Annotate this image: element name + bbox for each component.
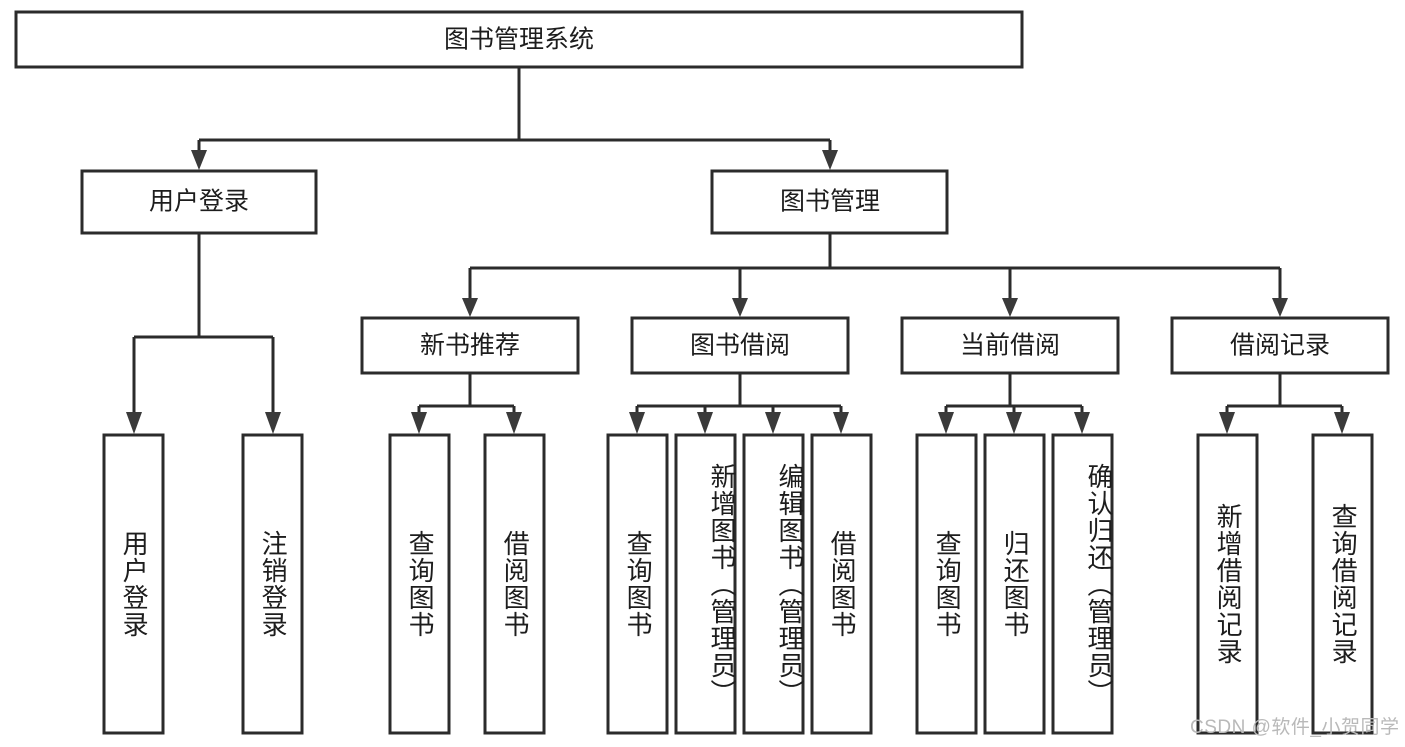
arrowhead-leaf-user-logout — [265, 412, 281, 434]
node-box-leaf-add-book[interactable] — [674, 433, 737, 735]
node-box-leaf-edit-book[interactable] — [742, 433, 805, 735]
node-label-user-login: 用户登录 — [149, 188, 249, 216]
node-box-current-borrow[interactable] — [900, 316, 1120, 375]
node-box-leaf-add-record[interactable] — [1196, 433, 1259, 735]
arrowhead-leaf-query-book-1 — [411, 412, 427, 434]
node-label-new-book-rec: 新书推荐 — [420, 332, 520, 360]
node-label-borrow-record: 借阅记录 — [1230, 332, 1330, 360]
arrowhead-leaf-query-book-2 — [629, 412, 645, 434]
node-box-new-book-rec[interactable] — [360, 316, 580, 375]
arrowhead-leaf-query-book-3 — [938, 412, 954, 434]
arrowhead-leaf-add-book — [697, 412, 713, 434]
arrowhead-to-user-login — [191, 150, 207, 170]
arrowhead-borrow-record — [1272, 298, 1288, 317]
node-box-leaf-query-book-3[interactable] — [915, 433, 978, 735]
arrowhead-leaf-add-record — [1219, 412, 1235, 434]
arrowhead-current-borrow — [1002, 298, 1018, 317]
node-box-user-login[interactable] — [80, 169, 318, 235]
node-box-root[interactable] — [14, 10, 1024, 69]
node-box-leaf-borrow-book-2[interactable] — [810, 433, 873, 735]
arrowhead-layer — [126, 150, 1350, 434]
node-box-borrow-record[interactable] — [1170, 316, 1390, 375]
arrowhead-new-book-rec — [462, 298, 478, 317]
arrowhead-leaf-edit-book — [765, 412, 781, 434]
node-box-leaf-user-login[interactable] — [102, 433, 165, 735]
arrowhead-leaf-user-login — [126, 412, 142, 434]
arrowhead-leaf-query-record — [1334, 412, 1350, 434]
node-box-leaf-return-book[interactable] — [983, 433, 1046, 735]
node-label-book-manage: 图书管理 — [780, 188, 880, 216]
node-layer: 图书管理系统 用户登录 图书管理 新书推荐 图书借阅 当前借阅 借阅记录 — [14, 10, 1390, 735]
node-label-book-borrow: 图书借阅 — [690, 332, 790, 360]
node-box-leaf-query-book-2[interactable] — [606, 433, 669, 735]
arrowhead-to-book-manage — [822, 150, 838, 170]
arrowhead-leaf-confirm-return — [1074, 412, 1090, 434]
csdn-watermark: CSDN @软件_小贺同学 — [1190, 717, 1400, 738]
node-box-leaf-user-logout[interactable] — [241, 433, 304, 735]
node-label-root: 图书管理系统 — [444, 26, 594, 54]
arrowhead-leaf-return-book — [1006, 412, 1022, 434]
node-label-current-borrow: 当前借阅 — [960, 332, 1060, 360]
node-box-leaf-confirm-return[interactable] — [1051, 433, 1114, 735]
node-box-leaf-query-book-1[interactable] — [388, 433, 451, 735]
arrowhead-leaf-borrow-book-2 — [833, 412, 849, 434]
node-box-leaf-borrow-book-1[interactable] — [483, 433, 546, 735]
node-box-book-manage[interactable] — [710, 169, 949, 235]
node-box-leaf-query-record[interactable] — [1311, 433, 1374, 735]
arrowhead-book-borrow — [732, 298, 748, 317]
node-box-book-borrow[interactable] — [630, 316, 850, 375]
arrowhead-leaf-borrow-book-1 — [506, 412, 522, 434]
